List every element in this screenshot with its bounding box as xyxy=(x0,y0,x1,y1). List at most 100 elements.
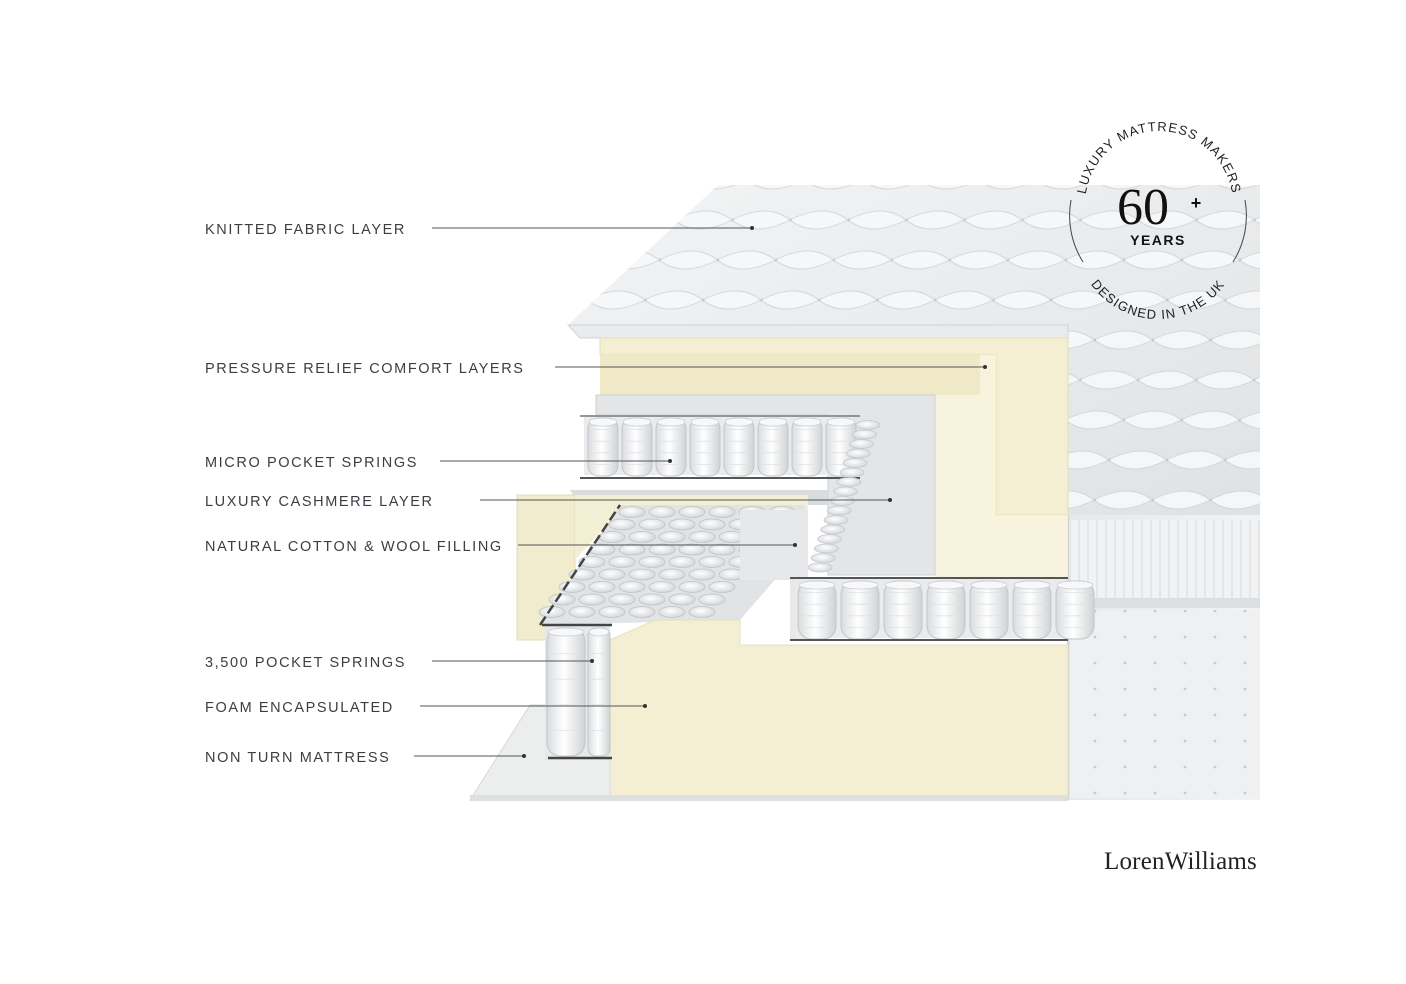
spring-top xyxy=(678,543,706,556)
foam-encapsulation xyxy=(609,619,1069,801)
leader-dot xyxy=(750,226,754,230)
spring-top xyxy=(638,556,666,568)
spring-top xyxy=(698,556,726,568)
spring-top xyxy=(648,506,676,518)
callout-pressure-relief: PRESSURE RELIEF COMFORT LAYERS xyxy=(205,361,525,377)
leader-dot xyxy=(590,659,594,663)
spring-top xyxy=(668,593,696,606)
micro-spring-top xyxy=(810,553,836,563)
spring-top xyxy=(698,518,726,531)
spring-top xyxy=(628,568,656,581)
lower-spring xyxy=(926,580,966,640)
spring-top xyxy=(578,556,606,568)
spring-top xyxy=(688,568,716,581)
badge-plus: + xyxy=(1191,193,1202,213)
micro-spring xyxy=(723,417,755,477)
leader-dot xyxy=(668,459,672,463)
micro-spring-top xyxy=(830,496,855,506)
comfort-layer xyxy=(599,337,1069,580)
spring-top xyxy=(608,518,636,531)
callout-foam: FOAM ENCAPSULATED xyxy=(205,700,394,716)
spring-top xyxy=(708,581,736,593)
spring-top xyxy=(608,556,636,568)
micro-spring xyxy=(689,417,721,477)
lower-spring xyxy=(840,580,880,640)
spring-top xyxy=(638,518,666,531)
spring-top xyxy=(668,518,696,531)
micro-spring-top xyxy=(846,448,871,459)
leader-dot xyxy=(793,543,797,547)
spring-top xyxy=(648,543,676,556)
callout-non-turn: NON TURN MATTRESS xyxy=(205,750,391,766)
badge-number: 60 xyxy=(1117,179,1169,236)
spring-top xyxy=(698,593,726,606)
spring-top xyxy=(558,581,586,593)
callout-pocket-springs: 3,500 POCKET SPRINGS xyxy=(205,655,406,671)
lower-pocket-spring-row xyxy=(790,577,1095,641)
spring-top xyxy=(648,581,676,593)
badge-years: YEARS xyxy=(1130,232,1186,248)
spring-top xyxy=(608,593,636,606)
micro-spring-top xyxy=(852,429,878,440)
spring-top xyxy=(598,568,626,581)
micro-spring-top xyxy=(814,543,839,554)
spring-top xyxy=(658,568,686,581)
micro-spring-top xyxy=(826,505,852,516)
lower-spring xyxy=(1055,580,1095,640)
spring-top xyxy=(568,606,596,618)
micro-spring-top xyxy=(807,562,833,573)
spring-top xyxy=(588,543,616,556)
spring-top xyxy=(638,593,666,606)
spring-top xyxy=(578,593,606,606)
callout-cotton-wool: NATURAL COTTON & WOOL FILLING xyxy=(205,539,503,555)
mattress-side-panel xyxy=(1067,515,1260,800)
brand-logo: LorenWilliams xyxy=(1104,848,1257,875)
callout-cashmere: LUXURY CASHMERE LAYER xyxy=(205,494,434,510)
spring-top xyxy=(658,531,686,543)
micro-pocket-springs xyxy=(580,415,860,479)
lower-spring xyxy=(797,580,837,640)
micro-spring-diagonal-row xyxy=(807,420,881,573)
micro-spring-top xyxy=(823,515,849,525)
tall-pocket-springs xyxy=(542,623,612,760)
spring-top xyxy=(668,556,696,568)
micro-spring-top xyxy=(817,534,842,544)
spring-top xyxy=(618,581,646,593)
spring-top xyxy=(588,581,616,593)
micro-spring xyxy=(757,417,789,477)
spring-top xyxy=(618,506,646,518)
micro-spring-top xyxy=(849,439,874,449)
spring-top xyxy=(688,531,716,543)
leader-dot xyxy=(983,365,987,369)
spring-top xyxy=(598,531,626,543)
spring-top xyxy=(688,606,716,618)
spring-top xyxy=(618,543,646,556)
micro-spring xyxy=(791,417,823,477)
micro-spring-top xyxy=(833,486,858,497)
callout-leader-lines xyxy=(414,226,987,758)
spring-top xyxy=(598,606,626,618)
spring-top xyxy=(678,581,706,593)
leader-dot xyxy=(643,704,647,708)
mattress-top-surface xyxy=(568,185,1260,515)
spring-top xyxy=(708,543,736,556)
spring-top xyxy=(628,531,656,543)
spring-top xyxy=(628,606,656,618)
micro-spring-top xyxy=(820,524,846,535)
spring-top xyxy=(678,506,706,518)
tall-spring xyxy=(587,627,611,757)
leader-dot xyxy=(888,498,892,502)
micro-spring-top xyxy=(855,420,881,430)
lower-spring xyxy=(969,580,1009,640)
tall-spring xyxy=(546,627,586,757)
micro-spring-top xyxy=(839,467,865,478)
lower-spring xyxy=(883,580,923,640)
spring-top xyxy=(708,506,736,518)
callout-micro-springs: MICRO POCKET SPRINGS xyxy=(205,455,419,471)
micro-spring-top xyxy=(842,458,868,468)
spring-top xyxy=(548,593,576,606)
micro-spring-top xyxy=(836,477,862,487)
spring-top xyxy=(658,606,686,618)
